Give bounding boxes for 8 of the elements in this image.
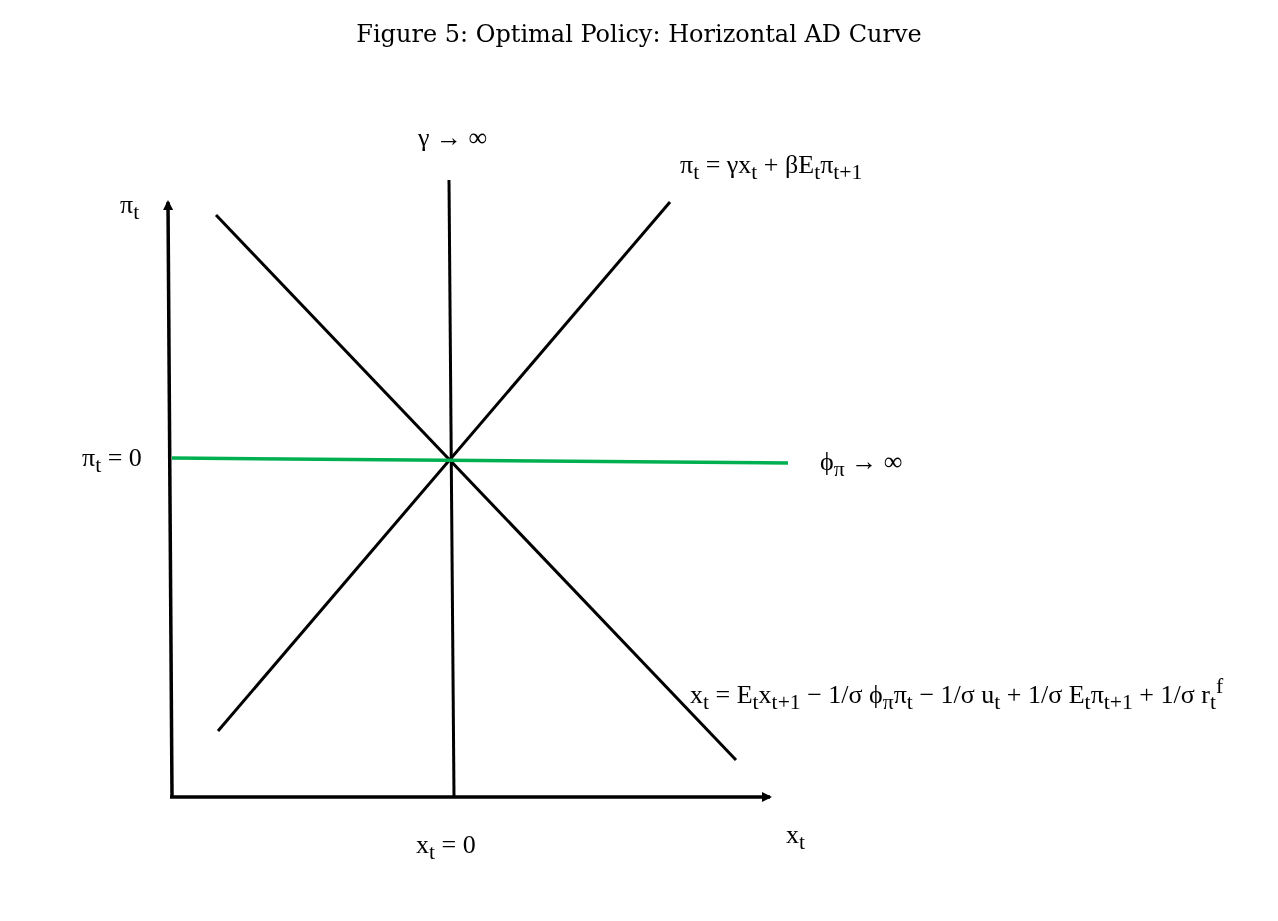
axis-label: π$_{t}$ = 0 (82, 445, 142, 477)
axis-label: x$_{t}$ = 0 (416, 832, 476, 864)
equation-label: π$_{t}$ = γx$_{t}$ + βE$_{t}$π$_{t+1}$ (680, 152, 863, 184)
axis-label: ϕ$_{π}$ → ∞ (820, 449, 903, 481)
axis-label: γ → ∞ (418, 125, 488, 151)
axis-label: x$_{t}$ (786, 822, 806, 854)
axis-label: π$_{t}$ (120, 192, 140, 224)
figure-title: Figure 5: Optimal Policy: Horizontal AD Curve (356, 20, 922, 48)
